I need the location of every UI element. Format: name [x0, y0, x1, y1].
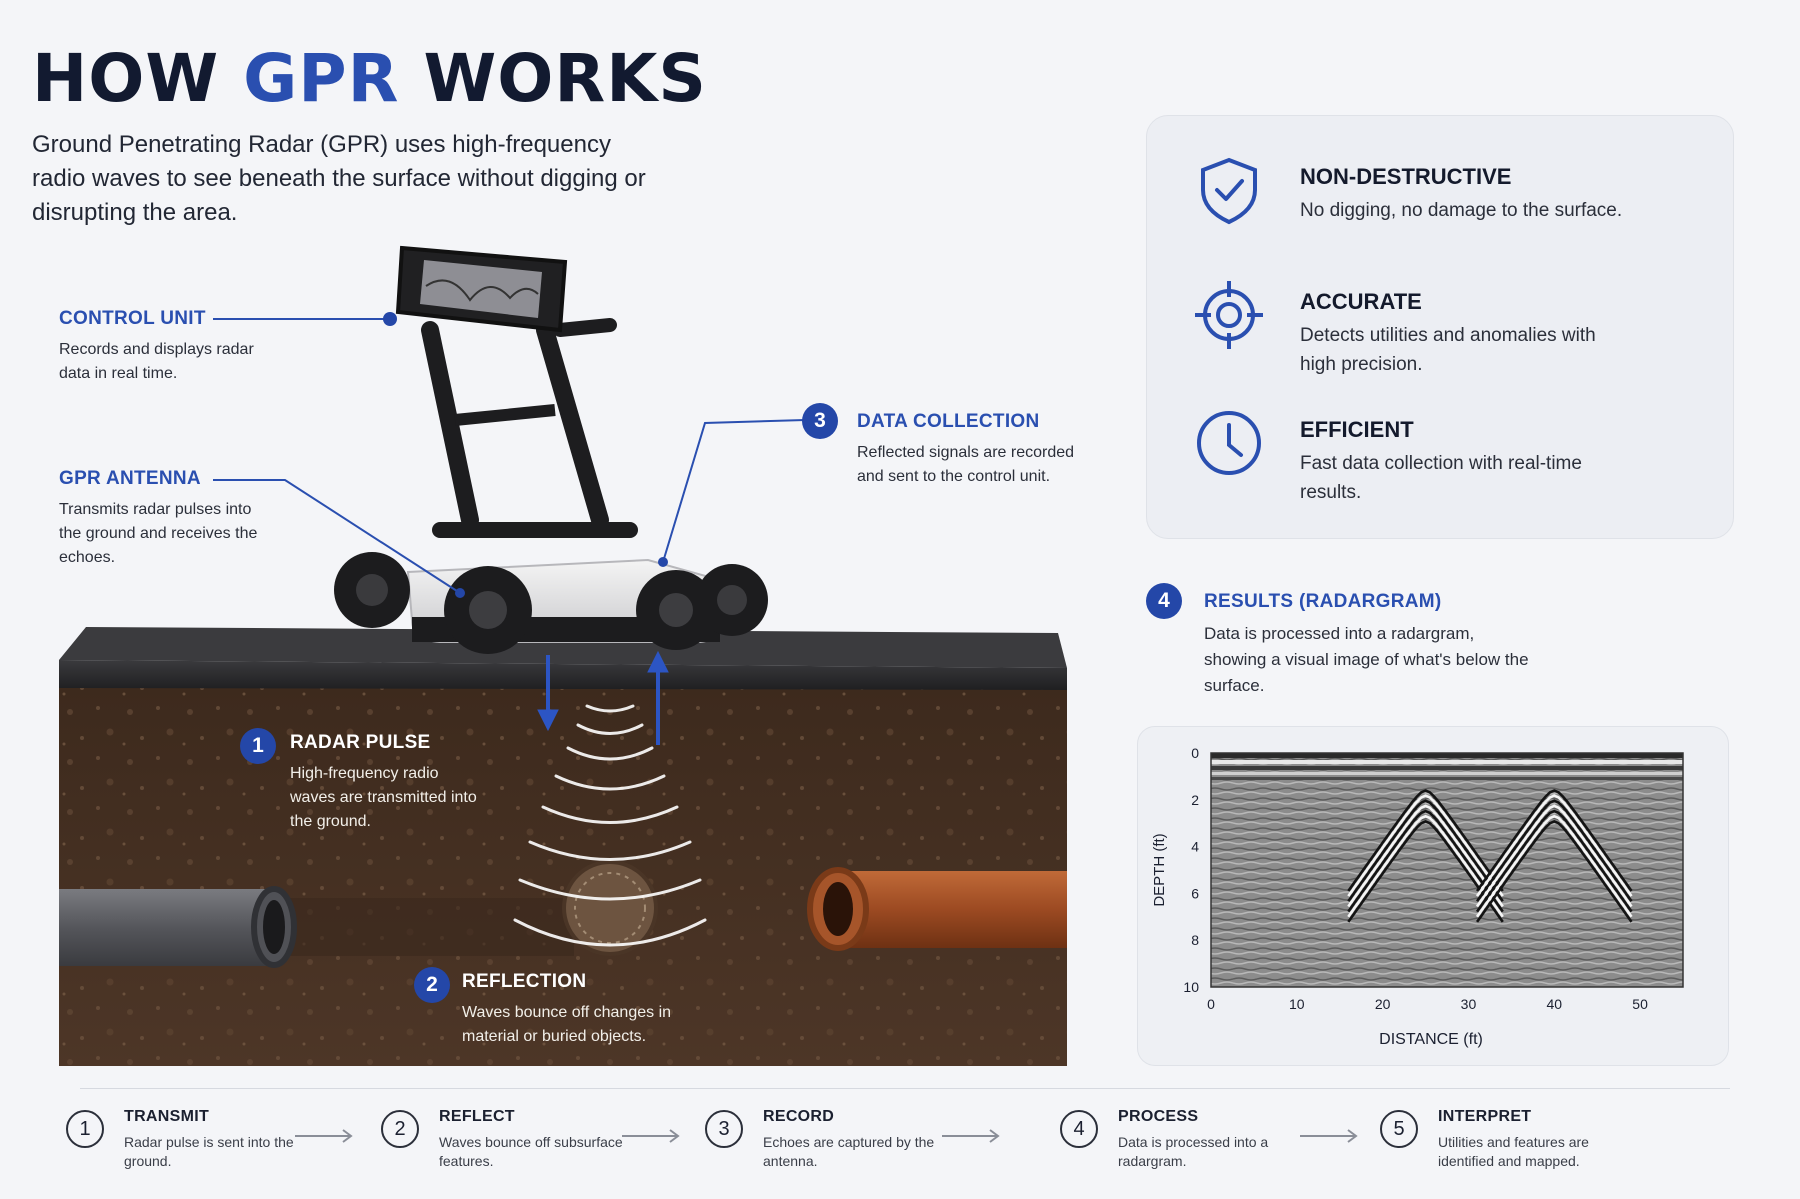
- step-desc: Waves bounce off subsurface features.: [439, 1134, 623, 1169]
- buried-object: [562, 860, 658, 956]
- callout-control-unit: CONTROL UNIT Records and displays radar …: [59, 308, 289, 386]
- feature-desc: No digging, no damage to the surface.: [1300, 200, 1623, 221]
- y-axis-label: DEPTH (ft): [1151, 833, 1168, 906]
- pipe-trench: [274, 898, 574, 956]
- step-number: 1: [66, 1110, 104, 1148]
- step-title: PROCESS: [1118, 1108, 1199, 1125]
- y-tick-label: 6: [1191, 885, 1199, 901]
- callout-title: RESULTS (RADARGRAM): [1204, 591, 1442, 612]
- intro-text: Ground Penetrating Radar (GPR) uses high…: [32, 131, 646, 226]
- step-title: REFLECT: [439, 1108, 515, 1125]
- clock-icon: [1197, 411, 1261, 475]
- clay-pipe: [838, 871, 1067, 948]
- wheel-back-left: [334, 552, 410, 628]
- wheel-front-left: [444, 566, 532, 654]
- callout-title: DATA COLLECTION: [857, 411, 1040, 432]
- y-tick-label: 8: [1191, 932, 1199, 948]
- feature-non-destructive: NON-DESTRUCTIVE No digging, no damage to…: [1147, 154, 1733, 264]
- callout-title: REFLECTION: [462, 971, 587, 992]
- step-title: RECORD: [763, 1108, 835, 1125]
- step-desc: Radar pulse is sent into the ground.: [124, 1134, 294, 1169]
- callout-title: RADAR PULSE: [290, 732, 431, 753]
- grey-pipe: [59, 889, 274, 966]
- y-tick-label: 10: [1183, 979, 1199, 995]
- page-title: HOW GPR WORKS: [32, 40, 707, 117]
- feature-desc: Fast data collection with real-time resu…: [1300, 453, 1582, 503]
- callout-lines: [213, 318, 806, 594]
- step-badge: 2: [414, 967, 450, 1003]
- arrow-right-icon: [1300, 1129, 1358, 1143]
- x-tick-label: 50: [1632, 996, 1648, 1012]
- hyperbola-reflection: [1475, 789, 1633, 923]
- feature-title: NON-DESTRUCTIVE: [1300, 164, 1512, 189]
- surface-bands: [1211, 753, 1683, 780]
- step-badge: 3: [802, 403, 838, 439]
- callout-desc: Waves bounce off changes in material or …: [462, 1004, 672, 1045]
- feature-title: ACCURATE: [1300, 289, 1422, 314]
- callout-gpr-antenna: GPR ANTENNA Transmits radar pulses into …: [59, 468, 259, 570]
- step-desc: Echoes are captured by the antenna.: [763, 1134, 935, 1169]
- feature-accurate: ACCURATE Detects utilities and anomalies…: [1147, 279, 1733, 389]
- y-tick-label: 0: [1191, 745, 1199, 761]
- gpr-cart: [334, 245, 768, 654]
- x-tick-label: 10: [1289, 996, 1305, 1012]
- callout-desc: Records and displays radar data in real …: [59, 341, 254, 382]
- step-desc: Data is processed into a radargram.: [1118, 1134, 1269, 1169]
- y-tick-label: 4: [1191, 839, 1199, 855]
- x-tick-label: 0: [1207, 996, 1215, 1012]
- step-title: INTERPRET: [1438, 1108, 1532, 1125]
- shield-check-icon: [1201, 157, 1257, 225]
- pulse-down-arrow: [537, 655, 559, 732]
- hyperbola-layer: [1347, 789, 1633, 923]
- callout-title: CONTROL UNIT: [59, 308, 206, 329]
- step-number: 5: [1380, 1110, 1418, 1148]
- step-number: 3: [705, 1110, 743, 1148]
- y-tick-label: 2: [1191, 792, 1199, 808]
- feature-title: EFFICIENT: [1300, 417, 1414, 442]
- x-axis-label: DISTANCE (ft): [1379, 1031, 1483, 1048]
- step-title: TRANSMIT: [124, 1108, 210, 1125]
- x-tick-label: 40: [1546, 996, 1562, 1012]
- step-badge: 4: [1146, 583, 1182, 619]
- asphalt-front: [59, 660, 1067, 690]
- features-panel: NON-DESTRUCTIVE No digging, no damage to…: [1146, 115, 1734, 539]
- callout-desc: Reflected signals are recorded and sent …: [857, 444, 1075, 485]
- feature-desc: Detects utilities and anomalies with hig…: [1300, 325, 1596, 375]
- radargram-chart: 0 10 20 30 40 50 0 2 4 6 8 10 DISTANCE (ft) DEPTH …: [1151, 745, 1684, 1048]
- step-desc: Utilities and features are identified an…: [1438, 1134, 1589, 1169]
- wheel-front-right: [636, 570, 716, 650]
- hyperbola-reflection: [1347, 789, 1504, 923]
- radar-waves: [513, 704, 707, 947]
- arrow-right-icon: [295, 1129, 353, 1143]
- callout-title: GPR ANTENNA: [59, 468, 201, 489]
- callout-desc: Transmits radar pulses into the ground a…: [59, 501, 258, 566]
- crosshair-icon: [1195, 281, 1263, 349]
- echo-up-arrow: [647, 650, 669, 745]
- steps-divider: [80, 1088, 1730, 1089]
- callout-desc: Data is processed into a radargram, show…: [1204, 624, 1529, 695]
- asphalt-top: [59, 627, 1067, 668]
- callout-desc: High-frequency radio waves are transmitt…: [290, 765, 477, 830]
- step-number: 2: [381, 1110, 419, 1148]
- step-badge: 1: [240, 728, 276, 764]
- x-tick-label: 30: [1461, 996, 1477, 1012]
- y-tick-labels: 0 2 4 6 8 10: [1183, 745, 1199, 995]
- x-tick-labels: 0 10 20 30 40 50: [1207, 996, 1648, 1012]
- feature-efficient: EFFICIENT Fast data collection with real…: [1147, 407, 1733, 517]
- arrow-right-icon: [622, 1129, 680, 1143]
- x-tick-label: 20: [1375, 996, 1391, 1012]
- step-number: 4: [1060, 1110, 1098, 1148]
- arrow-right-icon: [942, 1129, 1000, 1143]
